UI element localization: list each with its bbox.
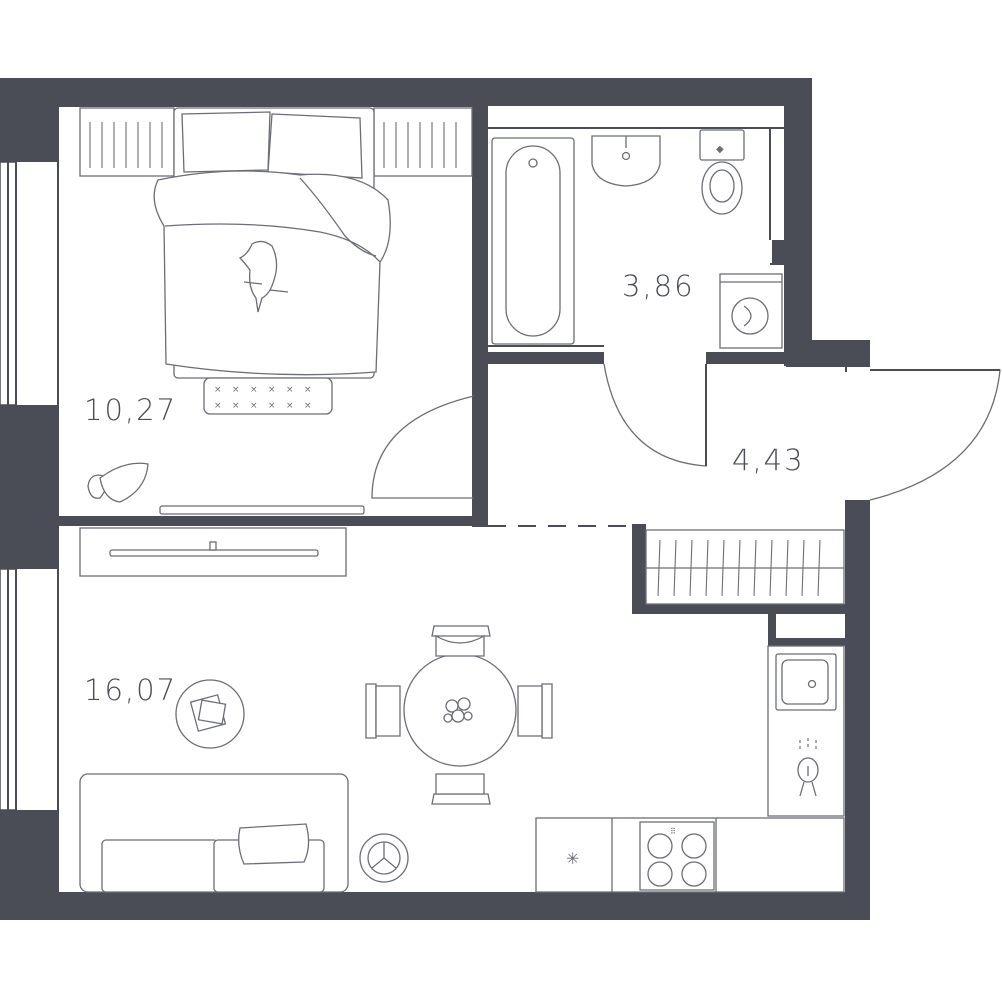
window-living: [0, 568, 17, 811]
area-label-bedroom: 10,27: [84, 393, 177, 427]
svg-text:×: ×: [250, 401, 258, 411]
svg-text:⠿: ⠿: [670, 827, 676, 836]
washing-machine-icon: [719, 273, 783, 349]
bedroom-furniture: × × × × × × × × × × × ×: [79, 107, 473, 515]
bathroom-fixtures: ◆: [491, 129, 783, 349]
doors: [371, 363, 1001, 501]
wall-kitchen-niche-top: [768, 638, 846, 646]
wall-hall-left-top: [474, 364, 486, 396]
wall-bedroom-bath: [474, 102, 486, 352]
stove-icon: ⠿: [639, 821, 715, 891]
area-label-living-kitchen: 16,07: [84, 673, 177, 707]
kitchen: ✳ ⠿: [535, 645, 845, 893]
wall-top: [0, 78, 812, 106]
floor-lamp-icon: [359, 833, 409, 883]
wall-bedroom-living: [58, 516, 486, 526]
wall-closet-left: [632, 524, 646, 614]
svg-text:×: ×: [268, 385, 276, 395]
wall-entry-top: [784, 340, 870, 366]
wall-left-top-pier: [0, 78, 58, 162]
sofa-cushion: [238, 823, 310, 865]
wall-bath-stub: [772, 240, 784, 264]
bathtub: [491, 137, 575, 345]
wall-bath-bottom-right: [706, 352, 786, 364]
wall-right-upper: [784, 78, 812, 342]
floor-cushions: [87, 462, 149, 503]
sofa: [79, 773, 349, 893]
bedside-rug: × × × × × × × × × × × ×: [203, 377, 333, 415]
door-bedroom: [371, 395, 475, 499]
wardrobe-right: [373, 107, 473, 177]
door-bathroom: [603, 363, 707, 467]
round-side-table: [175, 679, 245, 749]
svg-text:×: ×: [286, 385, 294, 395]
svg-text:×: ×: [250, 385, 258, 395]
pillow-left: [181, 111, 271, 173]
fridge-snowflake-icon: ✳: [566, 849, 579, 868]
pillow-right: [267, 113, 363, 179]
area-label-hallway: 4,43: [732, 443, 805, 477]
window-bedroom: [0, 161, 59, 406]
svg-text:×: ×: [286, 401, 294, 411]
svg-text:×: ×: [214, 401, 222, 411]
toilet-icon: ◆: [699, 129, 745, 215]
svg-text:×: ×: [232, 385, 240, 395]
water-tap-icon: [797, 738, 819, 797]
wall-bottom: [0, 893, 870, 920]
tv-bedroom: [159, 505, 365, 515]
svg-text:◆: ◆: [716, 144, 724, 155]
hallway-closet: [645, 529, 845, 605]
sink-icon: [591, 135, 661, 187]
inner-lines: [57, 105, 845, 894]
wall-bath-bottom-left: [474, 352, 604, 364]
double-bed: [153, 107, 391, 379]
dining-set: [365, 625, 553, 805]
flower-vase-icon: [443, 697, 473, 723]
living-furniture: [79, 527, 553, 893]
area-label-bathroom: 3,86: [622, 269, 695, 303]
kitchen-sink-icon: [775, 653, 837, 711]
wall-right-lower: [845, 500, 870, 920]
cat-icon: [238, 240, 289, 313]
wall-closet-bottom: [632, 604, 846, 614]
wardrobe-left: [79, 107, 175, 177]
walls: [0, 78, 870, 920]
wall-kitchen-niche: [768, 612, 776, 646]
svg-text:×: ×: [268, 401, 276, 411]
svg-text:×: ×: [304, 401, 312, 411]
svg-text:×: ×: [232, 401, 240, 411]
wall-left-middle-pier: [0, 405, 58, 569]
door-entrance: [869, 369, 1001, 501]
svg-text:×: ×: [214, 385, 222, 395]
tv-stand: [79, 527, 347, 577]
svg-text:×: ×: [304, 385, 312, 395]
windows: [0, 161, 59, 811]
